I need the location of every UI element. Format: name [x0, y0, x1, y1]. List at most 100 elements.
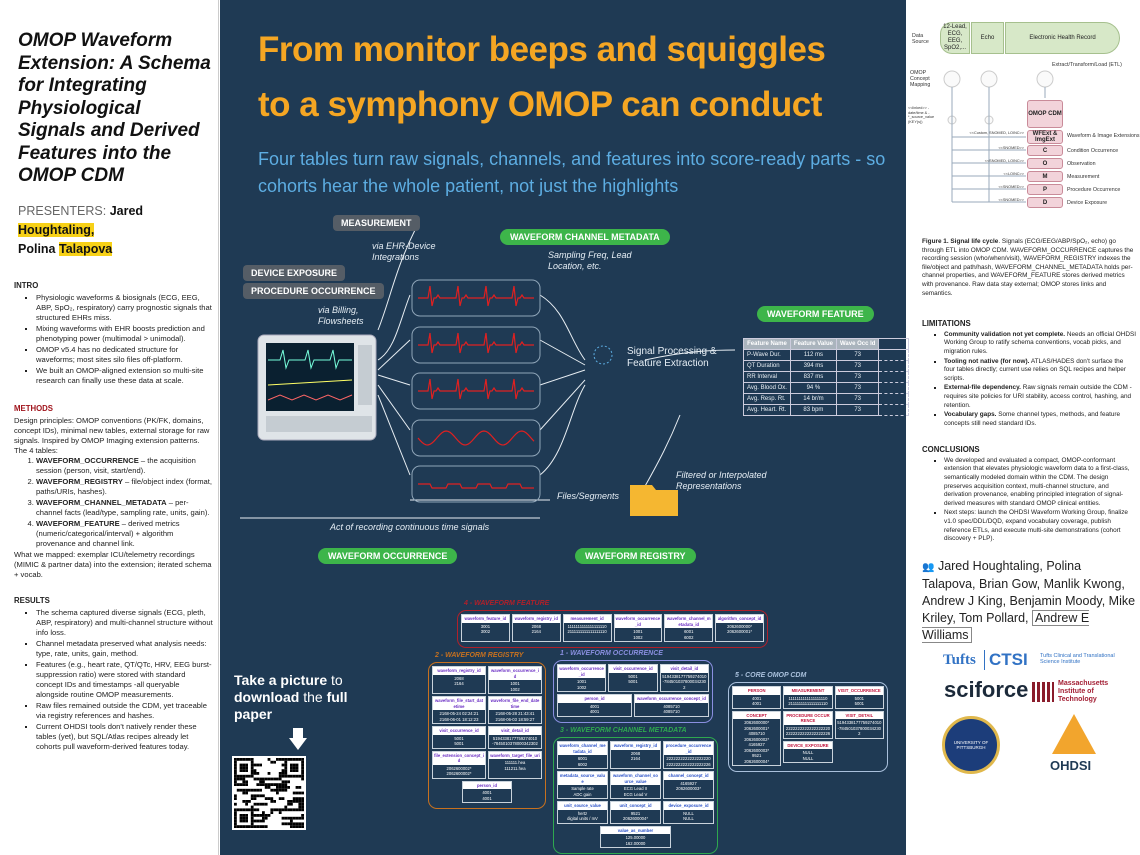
cdm-row-box: WFExt & ImgExt: [1027, 130, 1063, 144]
list-item: Community validation not yet complete. N…: [944, 331, 1136, 357]
erd-field-name: VISIT_DETAIL: [835, 711, 883, 719]
erd-field-values: 2062600000* 2062600001* 4085710 20626000…: [744, 720, 770, 764]
tag-procedure-occurrence: PROCEDURE OCCURRENCE: [243, 283, 384, 299]
waveform-trace: [418, 285, 534, 307]
source-ehr: Electronic Health Record: [1005, 22, 1120, 54]
erd-field-name: waveform_target_file_uri: [489, 751, 541, 759]
erd-field-values: 1001 1002: [577, 679, 587, 690]
cdm-row-vocab: <<SNOMED>>: [998, 146, 1024, 150]
erd-field-name: device_exposure_id: [664, 802, 713, 810]
ctsi-logo: CTSI: [984, 649, 1028, 670]
omop-cdm-box: OMOP CDM: [1027, 100, 1063, 128]
tufts-logo: Tufts: [943, 651, 976, 668]
erd-field-values: 2222222222222222220 2222222222222222226: [785, 725, 831, 737]
list-item: WAVEFORM_FEATURE – derived metrics (nume…: [36, 519, 214, 549]
presenter-first-last: Houghtaling,: [18, 222, 95, 237]
table-cell: 73: [835, 382, 880, 394]
erd-group: 2 - WAVEFORM REGISTRY waveform_registry_i…: [428, 652, 546, 809]
erd-field-name: waveform_occurrence_id: [558, 665, 606, 678]
erd-group-label: 3 - WAVEFORM CHANNEL METADATA: [560, 727, 687, 734]
erd-field-name: PROCEDURE OCCURRENCE: [784, 711, 832, 725]
cdm-row-label: Waveform & Image Extensions: [1067, 133, 1140, 139]
table-cell: P-Wave Dur.: [743, 349, 791, 361]
erd-field-name: waveform_registry_id: [433, 667, 485, 675]
erd-group-label: 2 - WAVEFORM REGISTRY: [435, 652, 524, 659]
erd-field-values: 5001 5001: [854, 695, 864, 707]
erd-field-values: 6001 6002: [684, 629, 694, 640]
right-column-flow: Figure 1. Signal life cycle. Signals (EC…: [922, 238, 1136, 802]
erd-field-values: NULL NULL: [802, 750, 814, 761]
erd-field-values: 2068 2164: [531, 623, 541, 635]
ohdsi-mark: [1052, 713, 1096, 754]
cdm-row-label: Device Exposure: [1067, 200, 1108, 206]
erd-field-values: 3001 3002: [480, 623, 491, 635]
table-cell: RR Interval: [743, 371, 791, 383]
erd-field-name: value_as_number: [601, 826, 670, 834]
erd-field-values: Sample rate ADC gain: [571, 786, 594, 797]
erd-field-name: visit_occurrence_id: [609, 665, 657, 673]
erd-field-values: 2168-05-24 02:24:21 2168-06-01 18:12:23: [439, 711, 479, 722]
list-item: Channel metadata preserved what analysis…: [36, 639, 214, 659]
left-column-flow: OMOP Waveform Extension: A Schema for In…: [14, 30, 214, 753]
list-item: External-file dependency. Raw signals re…: [944, 384, 1136, 410]
note-signal-processing: Signal Processing & Feature Extraction: [627, 346, 717, 369]
erd-field-values: 5194338177759274010 -7845010378000342302: [662, 673, 707, 690]
qr-code[interactable]: [232, 756, 306, 830]
lifecycle-arrows: [240, 229, 736, 519]
erd-field-name: PERSON: [733, 687, 781, 695]
erd-field-name: DEVICE_EXPOSURE: [784, 741, 832, 749]
erd-field-values: NULL NULL: [683, 810, 694, 822]
linked-label: <<linked>> -date/time & -*_source_value …: [908, 106, 935, 124]
erd-field-values: 2068 2164: [630, 750, 641, 762]
waveform-box: [411, 419, 541, 457]
erd-field-values: 1111111111111111110 2111111111111111110: [567, 623, 607, 635]
list-item: Raw files remained outside the CDM, yet …: [36, 701, 214, 721]
presenters-label: PRESENTERS:: [18, 203, 107, 218]
waveform-trace: [417, 430, 535, 446]
erd-field-name: waveform_occurrence_concept_id: [635, 695, 708, 703]
pitt-seal: UNIVERSITY OF PITTSBURGH: [942, 715, 1000, 774]
list-item: WAVEFORM_CHANNEL_METADATA – per-channel …: [36, 498, 214, 518]
list-item: Features (e.g., heart rate, QT/QTc, HRV,…: [36, 660, 214, 700]
source-biosignals: 12-Lead, ECG, EEG, SpO2,...: [940, 22, 970, 54]
cdm-row-vocab: <<SNOMED, LOINC>>: [984, 159, 1024, 163]
pill-waveform-feature: WAVEFORM FEATURE: [757, 306, 874, 322]
left-column: OMOP Waveform Extension: A Schema for In…: [0, 0, 219, 855]
erd-field-values: 125.00000 162.00000: [625, 835, 646, 846]
results-section: RESULTS The schema captured diverse sign…: [14, 596, 214, 752]
erd-field-values: 9521 2062600004*: [623, 810, 648, 822]
erd-field-name: waveform_occurrence_id: [489, 667, 541, 680]
table-cell: QT Duration: [743, 360, 791, 372]
waveform-box: [411, 326, 541, 364]
erd-field-name: VISIT_OCCURRENCE: [835, 687, 883, 695]
erd-field-name: waveform_channel_metadata_id: [665, 615, 713, 628]
list-item: Next steps: launch the OHDSI Waveform Wo…: [944, 509, 1136, 543]
note-ehr: via EHR-Device Integrations: [372, 241, 436, 262]
waveform-box: [411, 372, 541, 410]
note-sampling: Sampling Freq, Lead Location, etc.: [548, 250, 632, 271]
erd-field-name: person_id: [463, 781, 511, 789]
waveform-box: [411, 279, 541, 317]
